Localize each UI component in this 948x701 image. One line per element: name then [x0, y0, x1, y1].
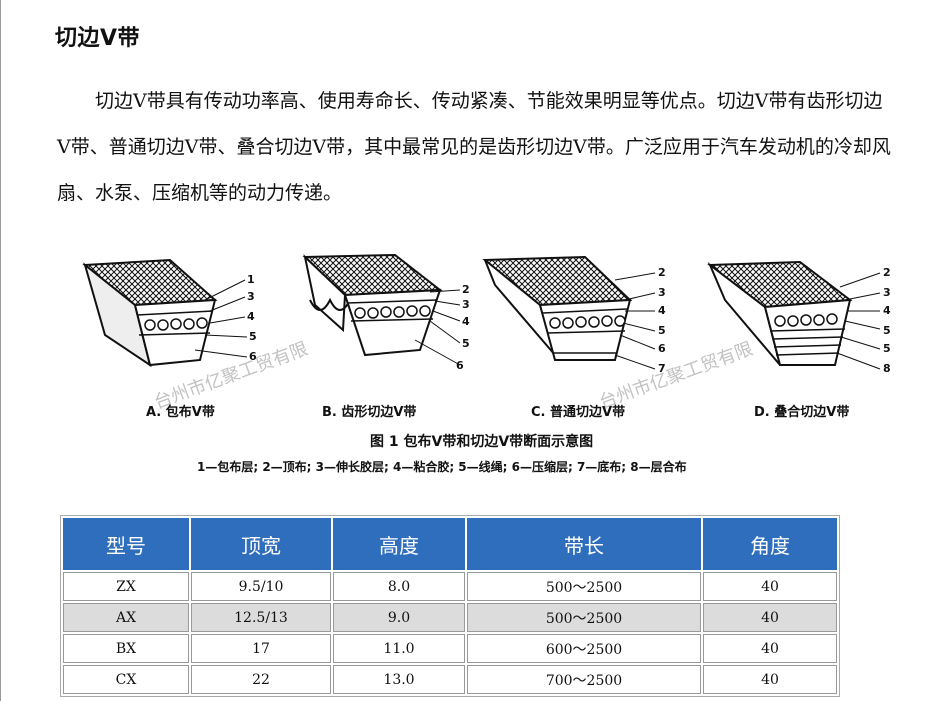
panel-a-label: A. 包布V带 [146, 405, 215, 420]
svg-text:6: 6 [456, 359, 464, 372]
cell-belt-length: 700～2500 [467, 665, 701, 694]
cell-angle: 40 [703, 665, 837, 694]
svg-text:4: 4 [658, 304, 666, 317]
cell-height: 8.0 [333, 572, 465, 601]
cell-belt-length: 600～2500 [467, 634, 701, 663]
cell-angle: 40 [703, 603, 837, 632]
cell-top-width: 12.5/13 [191, 603, 331, 632]
svg-text:5: 5 [462, 337, 470, 350]
svg-text:4: 4 [462, 315, 470, 328]
figure-caption: 图 1 包布V带和切边V带断面示意图 [370, 434, 594, 450]
svg-text:8: 8 [883, 362, 891, 375]
svg-text:3: 3 [658, 286, 666, 299]
header-top-width: 顶宽 [191, 518, 331, 570]
cell-model: CX [63, 665, 189, 694]
header-belt-length: 带长 [467, 518, 701, 570]
cell-top-width: 9.5/10 [191, 572, 331, 601]
cell-model: BX [63, 634, 189, 663]
belt-d-drawing: 2 3 4 5 5 8 [707, 260, 891, 375]
cell-top-width: 17 [191, 634, 331, 663]
table-header-row: 型号 顶宽 高度 带长 角度 [63, 518, 837, 570]
svg-text:3: 3 [883, 286, 891, 299]
cell-top-width: 22 [191, 665, 331, 694]
belt-cross-section-figure: 1 3 4 5 6 2 3 4 5 6 [75, 245, 895, 485]
belt-b-drawing: 2 3 4 5 6 [302, 253, 470, 372]
header-angle: 角度 [703, 518, 837, 570]
cell-belt-length: 500～2500 [467, 603, 701, 632]
panel-c-label: C. 普通切边V带 [531, 405, 626, 420]
svg-text:6: 6 [249, 350, 257, 363]
svg-text:5: 5 [883, 342, 891, 355]
belt-c-drawing: 2 3 4 5 6 7 [482, 255, 666, 375]
cell-height: 9.0 [333, 603, 465, 632]
svg-text:2: 2 [883, 266, 891, 279]
figure-legend: 1—包布层; 2—顶布; 3—伸长胶层; 4—粘合胶; 5—线绳; 6—压缩层;… [197, 460, 687, 474]
intro-paragraph: 切边V带具有传动功率高、使用寿命长、传动紧凑、节能效果明显等优点。切边V带有齿形… [57, 90, 891, 204]
table-row: AX 12.5/13 9.0 500～2500 40 [63, 603, 837, 632]
svg-text:5: 5 [658, 324, 666, 337]
cell-angle: 40 [703, 634, 837, 663]
panel-d-label: D. 叠合切边V带 [754, 405, 850, 420]
svg-text:3: 3 [462, 298, 470, 311]
belt-a-drawing: 1 3 4 5 6 [82, 258, 257, 368]
page-title: 切边V带 [55, 26, 141, 51]
table-row: ZX 9.5/10 8.0 500～2500 40 [63, 572, 837, 601]
svg-text:5: 5 [883, 324, 891, 337]
header-height: 高度 [333, 518, 465, 570]
cell-belt-length: 500～2500 [467, 572, 701, 601]
cell-model: AX [63, 603, 189, 632]
belt-spec-table: 型号 顶宽 高度 带长 角度 ZX 9.5/10 8.0 500～2500 40… [60, 515, 840, 697]
svg-text:3: 3 [247, 290, 255, 303]
header-model: 型号 [63, 518, 189, 570]
svg-text:7: 7 [658, 362, 666, 375]
cell-height: 13.0 [333, 665, 465, 694]
panel-b-label: B. 齿形切边V带 [322, 405, 417, 420]
cell-height: 11.0 [333, 634, 465, 663]
svg-text:4: 4 [883, 304, 891, 317]
page-left-border [0, 0, 1, 701]
belt-diagrams: 1 3 4 5 6 2 3 4 5 6 [82, 253, 891, 375]
svg-text:2: 2 [658, 266, 666, 279]
svg-text:6: 6 [658, 342, 666, 355]
svg-text:4: 4 [247, 310, 255, 323]
table-row: BX 17 11.0 600～2500 40 [63, 634, 837, 663]
svg-text:5: 5 [249, 330, 257, 343]
cell-model: ZX [63, 572, 189, 601]
cell-angle: 40 [703, 572, 837, 601]
svg-text:1: 1 [247, 273, 255, 286]
svg-text:2: 2 [462, 283, 470, 296]
table-row: CX 22 13.0 700～2500 40 [63, 665, 837, 694]
